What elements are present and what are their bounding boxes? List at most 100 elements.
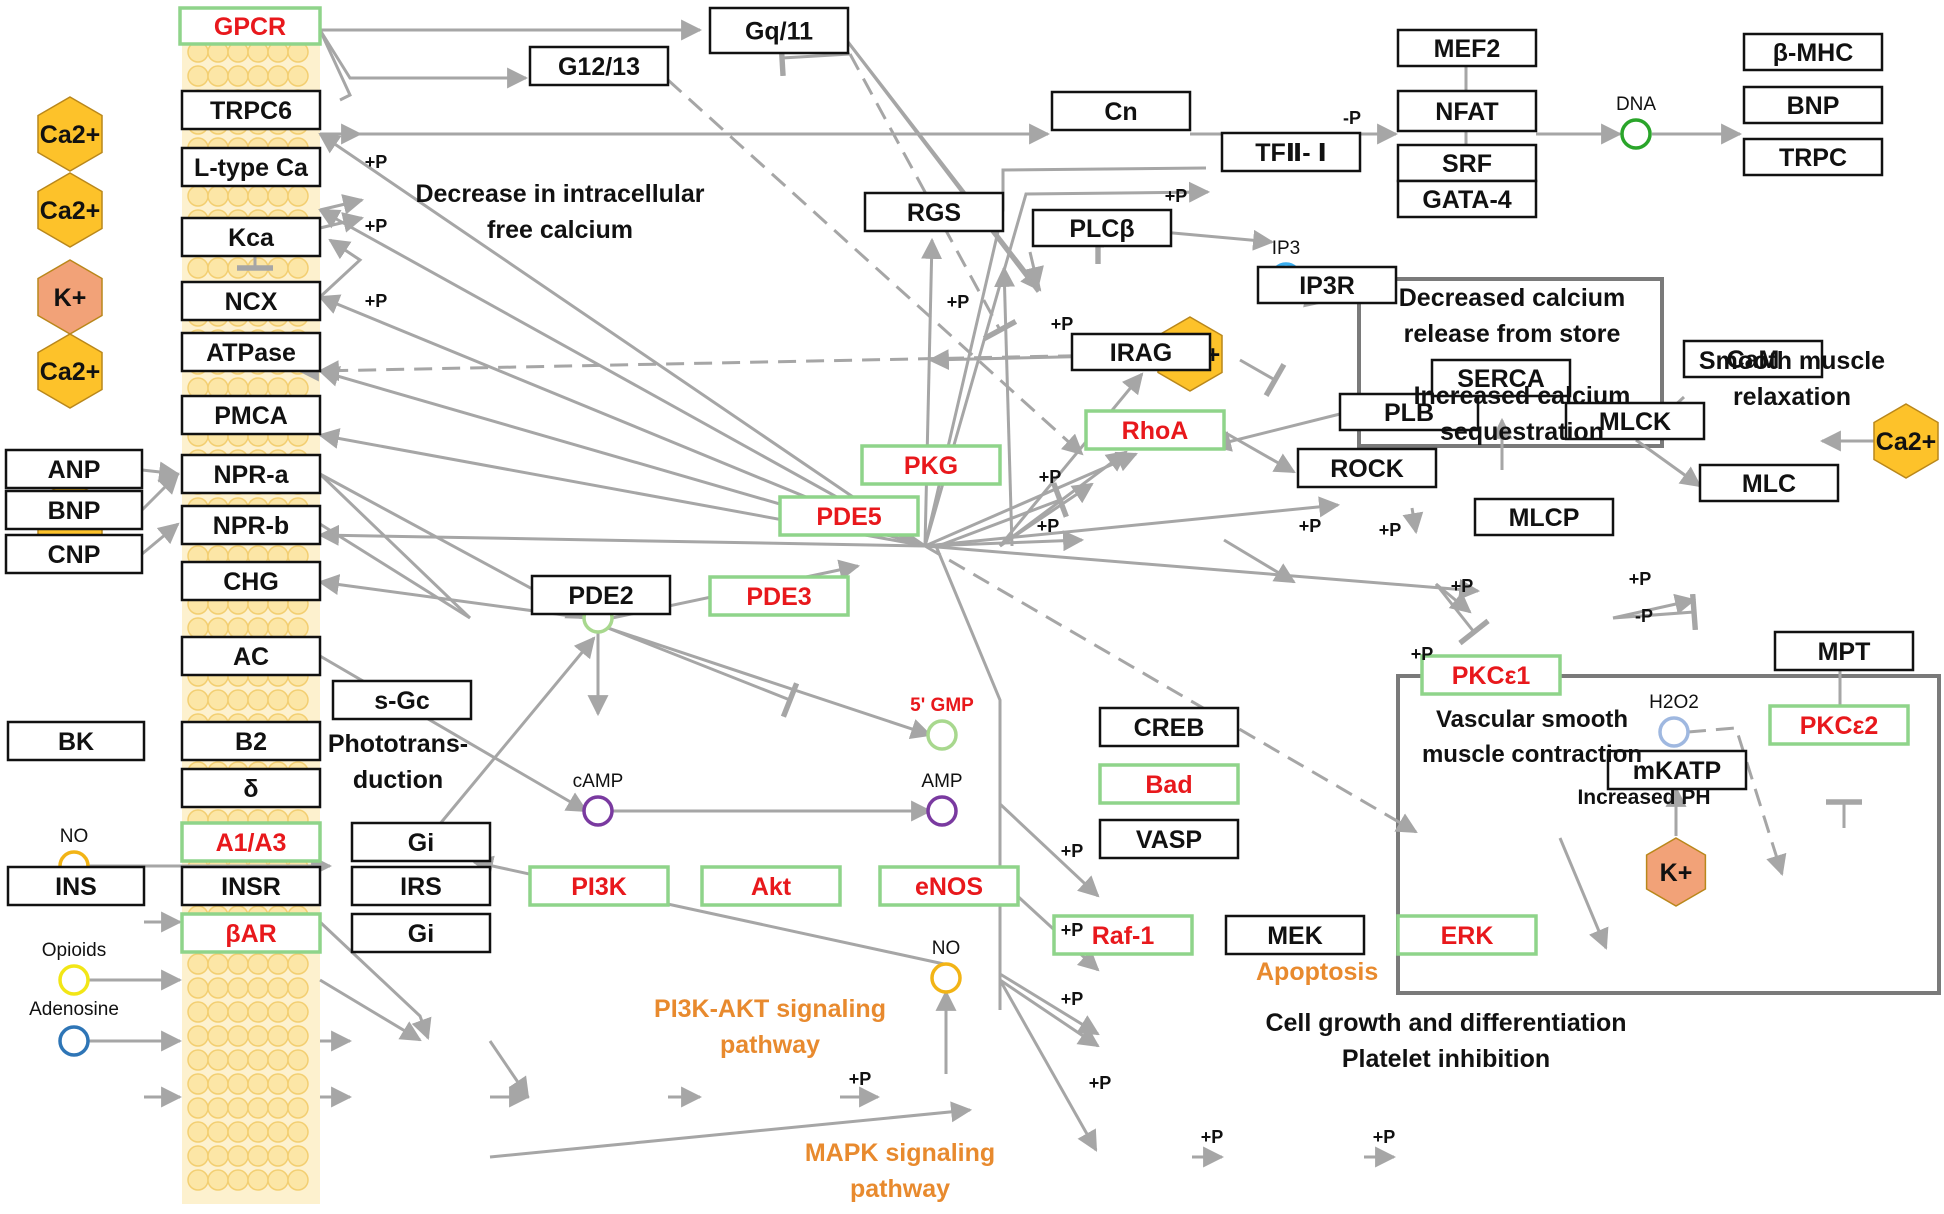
node-box: [1396, 914, 1538, 956]
metabolite-circle: [582, 795, 614, 827]
node-mkatp: mKATP: [1606, 749, 1748, 791]
membrane-lipid: [227, 257, 249, 279]
node-box: [1698, 463, 1840, 503]
pathway-edge: [318, 29, 529, 89]
phosphorylation-label: +P: [365, 152, 388, 172]
node-insr: INSR: [180, 865, 322, 907]
node-a1a3: A1/A3: [180, 821, 322, 863]
calcium-ion: Ca2+: [1873, 403, 1939, 479]
membrane-lipid: [247, 257, 269, 279]
membrane-lipid: [207, 257, 229, 279]
pathway-edge: [999, 978, 1100, 1048]
membrane-lipid: [247, 1025, 269, 1047]
metabolite-label: Opioids: [42, 940, 106, 961]
membrane-lipid: [287, 977, 309, 999]
node-box: [178, 6, 322, 46]
dna-marker: DNA: [1616, 94, 1656, 150]
pathway-edge: [846, 41, 1042, 292]
region-frames: [1357, 277, 1941, 995]
phosphorylation-label: +P: [1451, 576, 1474, 596]
node-label: ERK: [1441, 922, 1494, 950]
membrane-lipid: [267, 1145, 289, 1167]
node-bk: BK: [6, 720, 146, 762]
membrane-lipid: [187, 1121, 209, 1143]
node-erk: ERK: [1396, 914, 1538, 956]
phosphorylation-label: +P: [849, 1069, 872, 1089]
pathway-edge: [318, 472, 472, 620]
ion-label: K+: [54, 284, 87, 312]
node-label: IRS: [400, 873, 442, 901]
pathway-edge: [923, 166, 1207, 547]
phosphorylation-label: +P: [1089, 1073, 1112, 1093]
node-cam: CaM: [1682, 339, 1824, 379]
pathway-edge: [999, 450, 1128, 548]
node-box: [1396, 28, 1538, 68]
membrane-lipid: [267, 977, 289, 999]
phosphorylation-label: -P: [1343, 108, 1361, 128]
node-box: [1338, 392, 1480, 432]
gmp5-marker: 5' GMP: [910, 695, 974, 751]
metabolite-circle: [1620, 118, 1652, 150]
membrane-lipid: [207, 1025, 229, 1047]
phosphorylation-label: +P: [1165, 186, 1188, 206]
node-box: [1098, 818, 1240, 860]
node-box: [1682, 339, 1824, 379]
calcium-ion: Ca2+: [37, 172, 103, 248]
pathway-edge: [1402, 507, 1424, 535]
node-box: [180, 767, 322, 809]
node-box: [180, 504, 322, 546]
amp-marker: AMP: [921, 771, 963, 827]
node-box: [1050, 90, 1192, 132]
node-enos: eNOS: [878, 865, 1020, 907]
node-box: [1420, 654, 1562, 696]
phosphorylation-label: +P: [1629, 569, 1652, 589]
membrane-lipid: [207, 689, 229, 711]
membrane-lipid: [207, 953, 229, 975]
node-pkg: PKG: [860, 444, 1002, 486]
membrane-lipid: [187, 185, 209, 207]
phosphorylation-label: +P: [1379, 520, 1402, 540]
membrane-lipid: [207, 1097, 229, 1119]
node-label: INSR: [221, 873, 281, 901]
pathway-edge: [318, 208, 926, 548]
node-box: [1742, 137, 1884, 177]
pathway-edges: [88, 19, 1882, 1168]
membrane-lipid: [247, 1145, 269, 1167]
node-tf2i: TFⅡ- Ⅰ: [1220, 131, 1362, 173]
node-label: MLCP: [1509, 504, 1580, 532]
ion-hexagon: [1873, 403, 1939, 479]
node-gi2: Gi: [350, 912, 492, 954]
node-label: Kca: [228, 224, 275, 252]
node-label: TRPC6: [210, 97, 292, 125]
ion-label: Ca2+: [40, 358, 100, 386]
membrane-lipid: [247, 65, 269, 87]
node-label: Bad: [1145, 771, 1192, 799]
node-label: NPR-b: [213, 512, 289, 540]
node-label: RhoA: [1122, 417, 1189, 445]
membrane-lipid: [227, 1121, 249, 1143]
membrane-lipid: [227, 1145, 249, 1167]
node-gi1: Gi: [350, 821, 492, 863]
annotation-line: free calcium: [487, 216, 633, 244]
membrane-lipid: [287, 1097, 309, 1119]
annotation-line: Phototrans-: [328, 730, 468, 758]
node-label: MEK: [1267, 922, 1323, 950]
node-mlc: MLC: [1698, 463, 1840, 503]
node-box: [180, 216, 322, 258]
membrane-lipid: [287, 1025, 309, 1047]
node-label: MLCK: [1599, 408, 1671, 436]
node-label: ATPase: [206, 339, 296, 367]
membrane-lipid: [187, 257, 209, 279]
node-box: [1396, 143, 1538, 183]
membrane-lipid: [207, 977, 229, 999]
membrane-lipid: [267, 185, 289, 207]
annotation-line: Platelet inhibition: [1342, 1045, 1550, 1073]
node-box: [180, 280, 322, 322]
membrane-lipid: [207, 1121, 229, 1143]
node-box: [180, 635, 322, 677]
